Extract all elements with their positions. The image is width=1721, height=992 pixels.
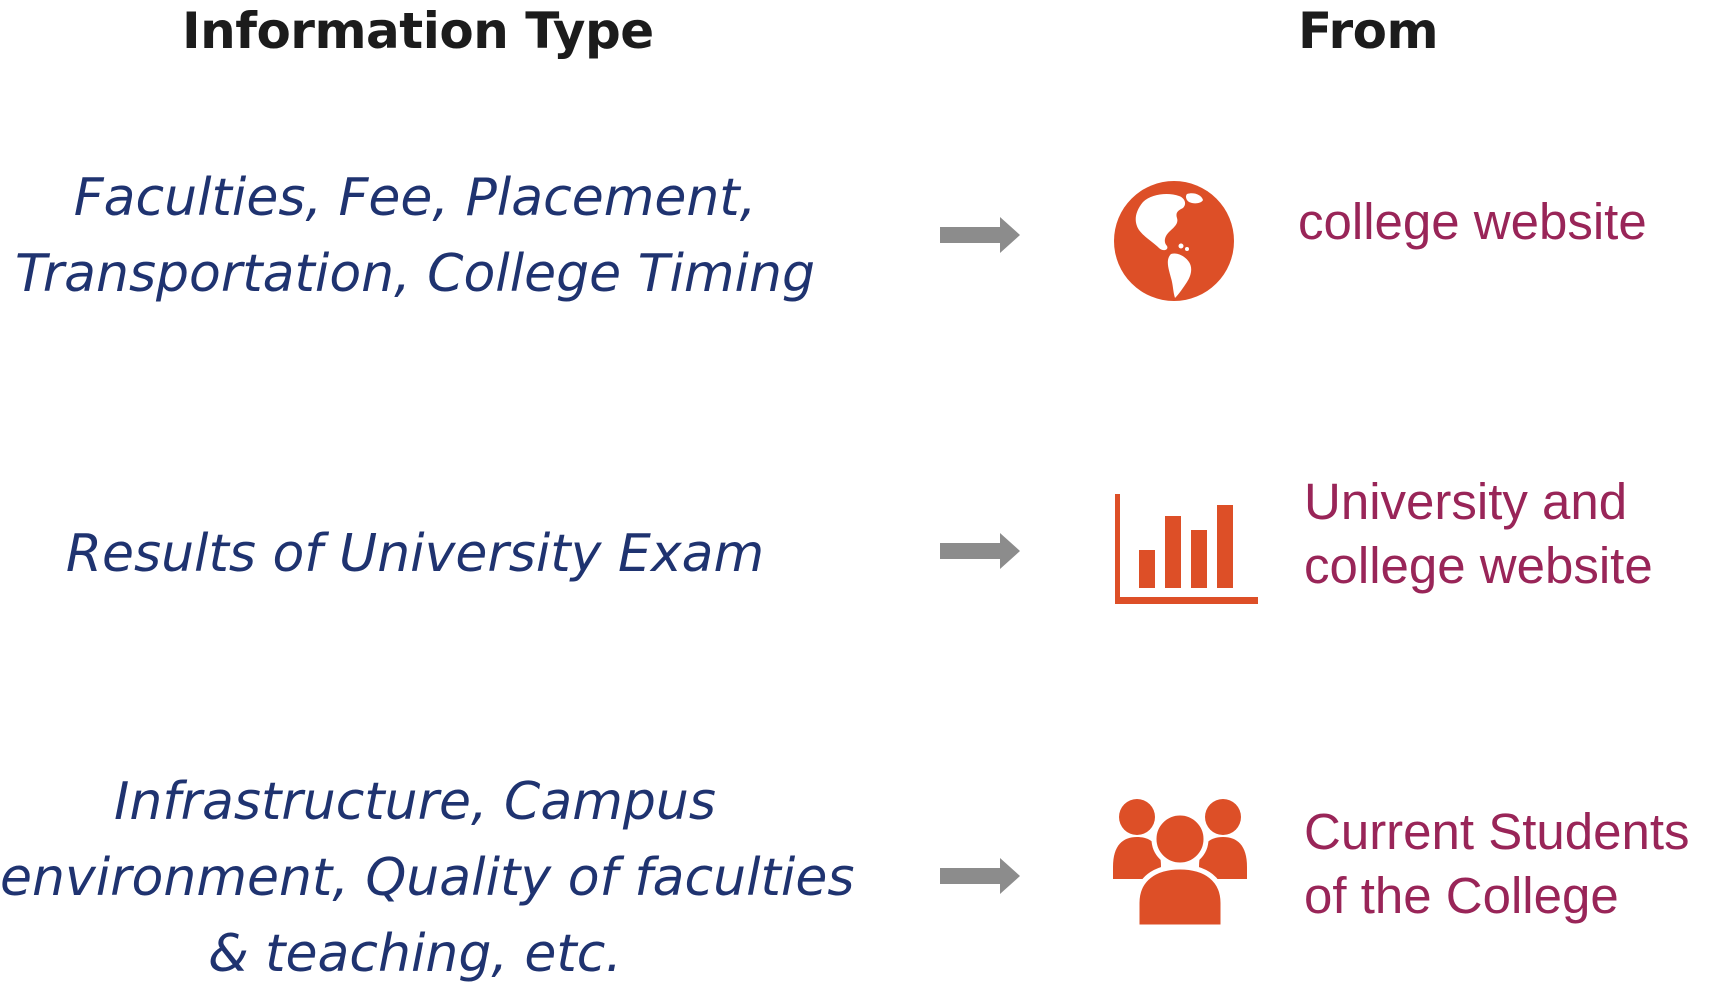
bar-chart-icon (1115, 494, 1258, 604)
info-line: & teaching, etc. (208, 924, 622, 984)
source-line: Current Students (1304, 803, 1690, 860)
info-type-row-1: Faculties, Fee, Placement, Transportatio… (0, 160, 830, 312)
info-line: Transportation, College Timing (15, 244, 815, 304)
right-arrow-icon (940, 858, 1020, 894)
source-line: University and (1304, 473, 1628, 530)
from-header: From (1298, 2, 1439, 60)
info-type-row-3: Infrastructure, Campus environment, Qual… (0, 764, 855, 992)
source-row-3: Current Students of the College (1304, 800, 1690, 928)
users-group-icon (1113, 799, 1247, 927)
information-type-header: Information Type (182, 2, 654, 60)
info-type-row-2: Results of University Exam (0, 516, 830, 592)
info-line: Faculties, Fee, Placement, (73, 168, 757, 228)
source-line: college website (1298, 193, 1647, 250)
source-row-1: college website (1298, 190, 1647, 254)
right-arrow-icon (940, 217, 1020, 253)
info-line: Infrastructure, Campus (114, 772, 716, 832)
info-line: Results of University Exam (65, 524, 765, 584)
globe-icon (1114, 181, 1234, 301)
source-line: college website (1304, 537, 1653, 594)
info-line: environment, Quality of faculties (0, 848, 855, 908)
right-arrow-icon (940, 533, 1020, 569)
source-row-2: University and college website (1304, 470, 1653, 598)
source-line: of the College (1304, 867, 1619, 924)
